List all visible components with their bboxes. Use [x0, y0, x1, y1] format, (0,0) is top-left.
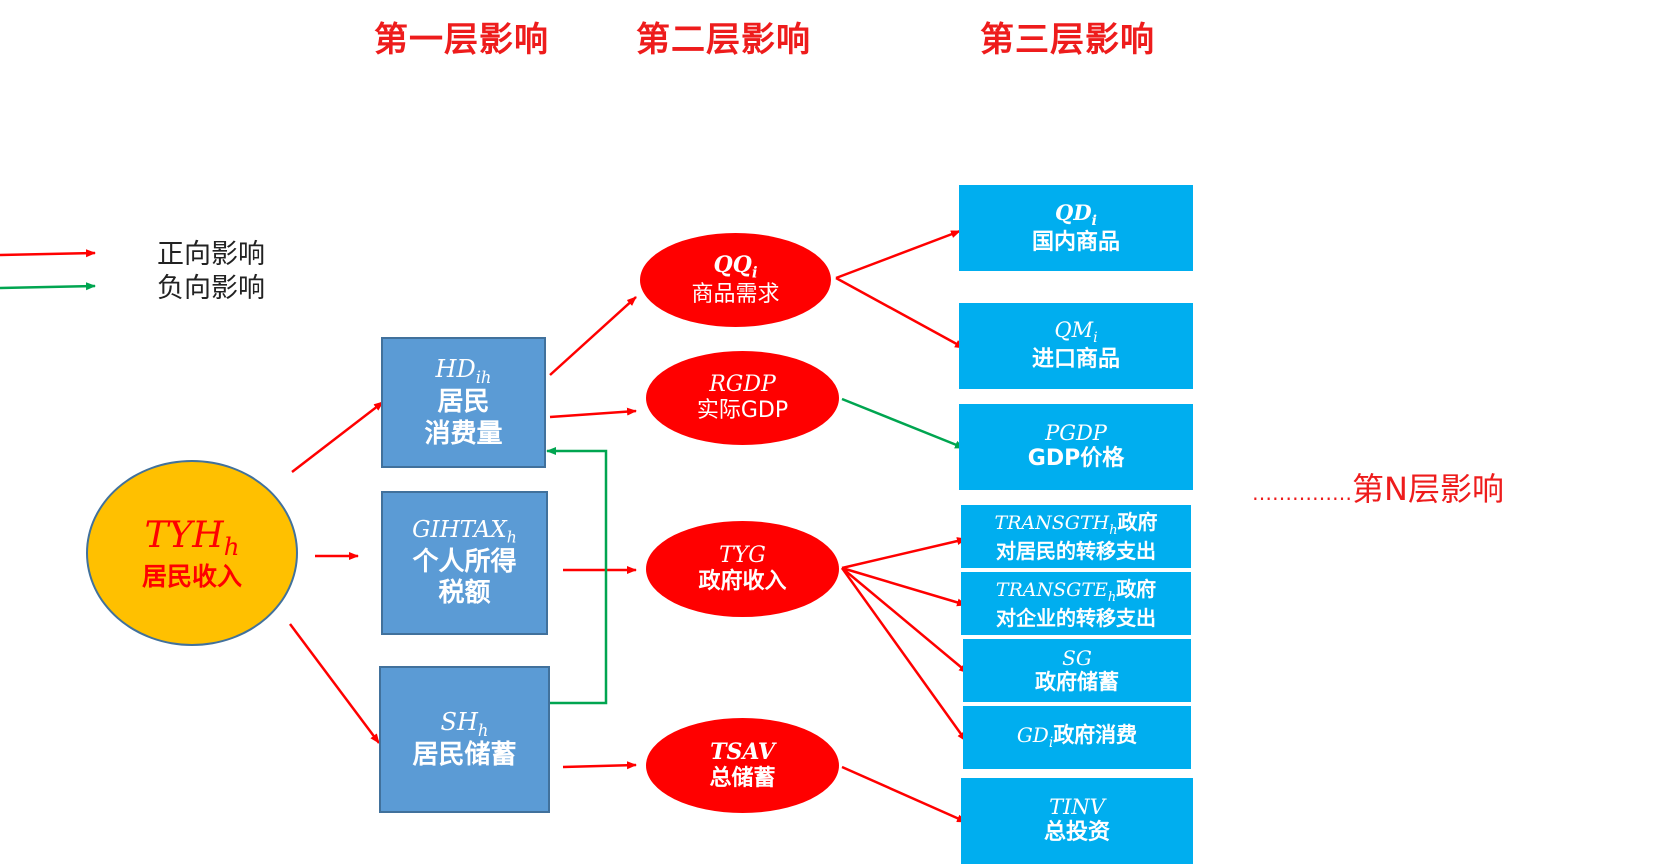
- arrow-tyg-sg: [841, 567, 969, 674]
- node-tinv: TINV 总投资: [961, 778, 1193, 864]
- gd-suffix: 政府消费: [1053, 723, 1138, 748]
- pgdp-symbol: PGDP: [1045, 421, 1107, 446]
- transgte-symbol: TRANSGTEh: [995, 579, 1117, 606]
- node-transgth: TRANSGTHh政府 对居民的转移支出: [961, 505, 1191, 568]
- legend-positive-arrow: [0, 249, 96, 258]
- qd-label: 国内商品: [1031, 229, 1120, 255]
- gihtax-symbol: GIHTAXh: [412, 516, 517, 547]
- node-transgte: TRANSGTEh政府 对企业的转移支出: [961, 572, 1191, 635]
- qq-label: 商品需求: [691, 281, 780, 307]
- arrow-tyg-transgte: [841, 566, 967, 607]
- arrow-hd-qq: [549, 296, 637, 376]
- qm-symbol: QMi: [1054, 318, 1098, 347]
- node-qd-domestic: QDi 国内商品: [959, 185, 1193, 271]
- pgdp-label: GDP价格: [1027, 446, 1125, 472]
- transgth-title: TRANSGTHh政府: [994, 510, 1157, 538]
- tyh-symbol: TYHh: [144, 515, 240, 562]
- transgte-label: 对企业的转移支出: [996, 605, 1156, 630]
- node-tsav-total-savings: TSAV 总储蓄: [646, 718, 839, 813]
- node-gihtax: GIHTAXh 个人所得 税额: [381, 491, 548, 635]
- legend-negative-label: 负向影响: [157, 273, 265, 304]
- header-layer2: 第二层影响: [636, 20, 811, 60]
- node-qm-import: QMi 进口商品: [959, 303, 1193, 389]
- nth-layer-label: 第N层影响: [1352, 470, 1504, 508]
- node-tyh-income: TYHh 居民收入: [86, 460, 298, 646]
- gd-title: GDi政府消费: [1017, 723, 1137, 751]
- tyh-label: 居民收入: [141, 561, 242, 591]
- node-qq-demand: QQi 商品需求: [640, 233, 831, 327]
- arrow-tyg-gd: [840, 567, 968, 742]
- qq-symbol: QQi: [713, 251, 758, 282]
- qm-label: 进口商品: [1031, 347, 1120, 373]
- transgte-suffix: 政府: [1116, 577, 1157, 602]
- legend-negative-arrow: [0, 282, 96, 291]
- sh-symbol: SHh: [440, 707, 489, 740]
- arrow-tyg-transgth: [841, 537, 967, 570]
- arrow-qq-qm: [835, 276, 965, 350]
- arrow-tyh-hd: [291, 401, 384, 473]
- qd-symbol: QDi: [1055, 199, 1097, 229]
- sg-symbol: SG: [1062, 645, 1092, 670]
- arrow-hd-rgdp: [549, 407, 637, 419]
- arrow-qq-qd: [835, 229, 961, 280]
- tyg-symbol: TYG: [719, 542, 766, 568]
- arrow-tsav-tinv: [841, 765, 967, 824]
- rgdp-symbol: RGDP: [709, 371, 776, 397]
- sg-label: 政府储蓄: [1035, 669, 1119, 694]
- node-gd: GDi政府消费: [963, 706, 1191, 769]
- tinv-symbol: TINV: [1049, 795, 1105, 820]
- arrow-rgdp-pgdp: [841, 397, 965, 450]
- nth-layer-dots: ……………: [1252, 481, 1352, 505]
- node-tyg-gov-income: TYG 政府收入: [646, 521, 839, 617]
- arrow-tyh-sh: [288, 623, 381, 744]
- transgth-label: 对居民的转移支出: [996, 538, 1156, 563]
- sh-label: 居民储蓄: [412, 740, 517, 771]
- node-sg: SG 政府储蓄: [963, 639, 1191, 702]
- legend-positive-label: 正向影响: [157, 239, 265, 270]
- transgth-suffix: 政府: [1117, 510, 1158, 535]
- arrow-sh-hd-negative: [546, 447, 608, 705]
- tsav-symbol: TSAV: [710, 739, 775, 766]
- node-rgdp: RGDP 实际GDP: [646, 351, 839, 445]
- transgte-title: TRANSGTEh政府: [996, 577, 1156, 605]
- tyg-label: 政府收入: [698, 569, 787, 594]
- hd-symbol: HDih: [435, 355, 492, 387]
- tsav-label: 总储蓄: [709, 765, 776, 791]
- tinv-label: 总投资: [1043, 820, 1110, 846]
- node-pgdp: PGDP GDP价格: [959, 404, 1193, 490]
- header-layer3: 第三层影响: [980, 20, 1155, 60]
- node-sh-savings: SHh 居民储蓄: [379, 666, 550, 813]
- node-hd-consumption: HDih 居民 消费量: [381, 337, 546, 468]
- gihtax-label-1: 个人所得: [412, 546, 517, 577]
- nth-layer-note: ……………第N层影响: [1252, 464, 1504, 510]
- transgth-symbol: TRANSGTHh: [994, 512, 1118, 539]
- hd-label-2: 消费量: [424, 418, 503, 449]
- gihtax-label-2: 税额: [438, 578, 491, 609]
- gd-symbol: GDi: [1016, 723, 1054, 752]
- rgdp-label: 实际GDP: [696, 398, 789, 423]
- header-layer1: 第一层影响: [374, 20, 549, 60]
- hd-label-1: 居民: [437, 387, 490, 418]
- arrow-sh-tsav: [562, 761, 637, 770]
